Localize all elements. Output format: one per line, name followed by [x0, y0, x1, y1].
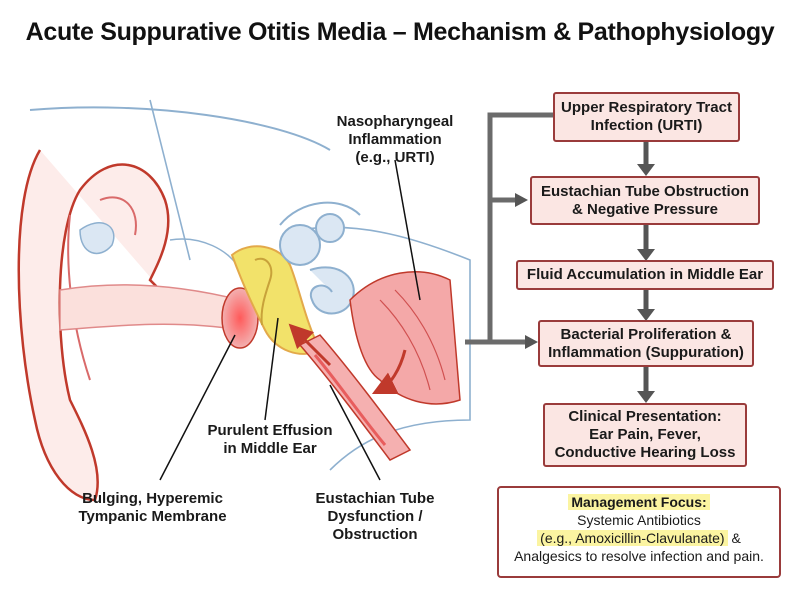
flow-connectors: [465, 112, 553, 345]
label-tympanic-membrane: Bulging, Hyperemic Tympanic Membrane: [78, 490, 227, 525]
diagram-title: Acute Suppurative Otitis Media – Mechani…: [25, 18, 775, 46]
management-drug: (e.g., Amoxicillin-Clavulanate): [537, 530, 728, 546]
label-nasopharyngeal: Nasopharyngeal Inflammation (e.g., URTI): [336, 113, 454, 166]
flow-box-eustachian-obstruction: Eustachian Tube Obstruction& Negative Pr…: [530, 176, 760, 225]
eustachian-tube: [298, 334, 412, 461]
management-title: Management Focus:: [568, 494, 710, 510]
management-line-analgesics: Analgesics to resolve infection and pain…: [514, 548, 764, 564]
inner-ear: [279, 213, 355, 315]
flow-box-clinical-presentation: Clinical Presentation:Ear Pain, Fever,Co…: [543, 403, 747, 467]
management-focus-box: Management Focus: Systemic Antibiotics (…: [497, 486, 781, 578]
label-eustachian-tube: Eustachian Tube Dysfunction / Obstructio…: [315, 490, 435, 543]
ear-canal: [59, 284, 241, 331]
flow-box-fluid-accumulation: Fluid Accumulation in Middle Ear: [516, 260, 774, 290]
nasopharynx: [349, 271, 461, 405]
flow-box-bacterial-proliferation: Bacterial Proliferation &Inflammation (S…: [538, 320, 754, 367]
management-amp: &: [727, 530, 741, 546]
label-purulent-effusion: Purulent Effusion in Middle Ear: [207, 422, 333, 457]
outer-ear-auricle: [17, 149, 171, 502]
management-line-antibiotics: Systemic Antibiotics: [577, 512, 701, 528]
